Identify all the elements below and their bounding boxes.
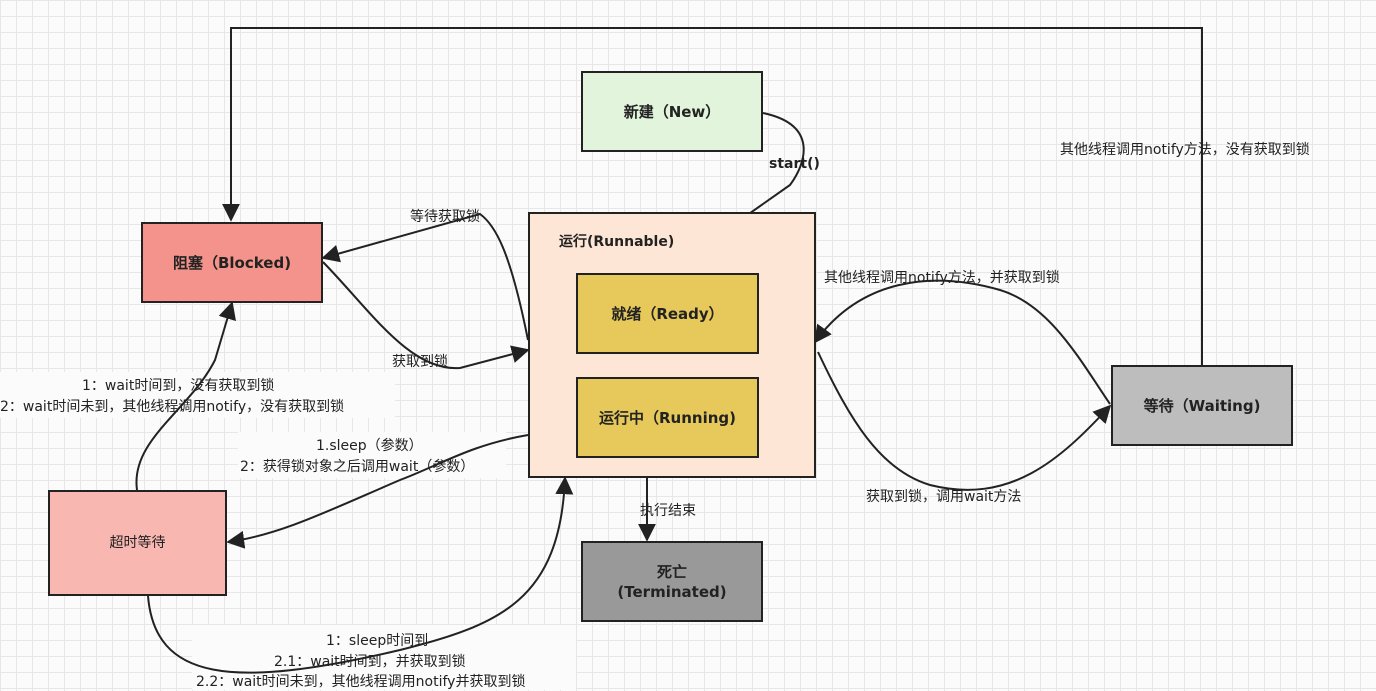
state-ready-label: 就绪（Ready） xyxy=(611,304,724,323)
label-start: start() xyxy=(769,156,820,172)
label-end-exec: 执行结束 xyxy=(640,503,696,519)
state-new-label: 新建（New） xyxy=(623,102,721,121)
label-backdrop xyxy=(192,625,576,690)
label-timeout-return-1: 1：sleep时间到 xyxy=(326,633,429,649)
state-terminated: 死亡 (Terminated) xyxy=(581,541,763,622)
state-ready: 就绪（Ready） xyxy=(576,273,759,354)
label-sleep-1: 1.sleep（参数） xyxy=(316,438,423,454)
label-notify-no-lock: 其他线程调用notify方法，没有获取到锁 xyxy=(1060,142,1310,158)
state-timed-waiting: 超时等待 xyxy=(48,490,227,596)
label-sleep-2: 2：获得锁对象之后调用wait（参数） xyxy=(240,459,475,475)
label-timeout-return-2: 2.1：wait时间到，并获取到锁 xyxy=(274,654,466,670)
edge-blocked-to-runnable xyxy=(322,261,530,370)
label-wait-for-lock: 等待获取锁 xyxy=(410,209,480,225)
state-terminated-label-2: (Terminated) xyxy=(617,582,727,601)
state-terminated-label-1: 死亡 xyxy=(656,562,687,581)
edge-runnable-to-timed xyxy=(226,434,529,549)
state-blocked-label: 阻塞（Blocked) xyxy=(172,253,292,272)
state-runnable-label: 运行(Runnable) xyxy=(559,234,675,250)
edge-new-to-ready xyxy=(670,112,805,270)
label-notify-acquired: 其他线程调用notify方法，并获取到锁 xyxy=(824,270,1060,286)
edge-waiting-to-runnable xyxy=(813,279,1111,405)
edge-timed-to-blocked xyxy=(135,301,236,491)
state-timed-waiting-label: 超时等待 xyxy=(109,535,166,551)
state-waiting: 等待（Waiting) xyxy=(1111,365,1293,446)
label-backdrop xyxy=(0,372,395,418)
state-waiting-label: 等待（Waiting) xyxy=(1143,396,1261,415)
label-blocked-timeout-1: 1：wait时间到，没有获取到锁 xyxy=(82,378,275,394)
state-running-label: 运行中（Running) xyxy=(599,408,736,427)
label-timeout-return-3: 2.2：wait时间未到，其他线程调用notify并获取到锁 xyxy=(196,674,526,690)
label-blocked-timeout-2: 2：wait时间未到，其他线程调用notify，没有获取到锁 xyxy=(0,399,345,415)
state-blocked: 阻塞（Blocked) xyxy=(141,222,323,303)
state-running: 运行中（Running) xyxy=(576,377,759,458)
edge-runnable-to-waiting xyxy=(817,351,1112,491)
label-acquire-lock: 获取到锁 xyxy=(392,354,448,370)
label-acquire-then-wait: 获取到锁，调用wait方法 xyxy=(866,489,1022,505)
edge-timed-to-runnable xyxy=(147,476,574,674)
state-new: 新建（New） xyxy=(581,71,763,152)
edge-runnable-to-blocked xyxy=(321,212,529,341)
edge-waiting-to-blocked xyxy=(222,27,1203,365)
